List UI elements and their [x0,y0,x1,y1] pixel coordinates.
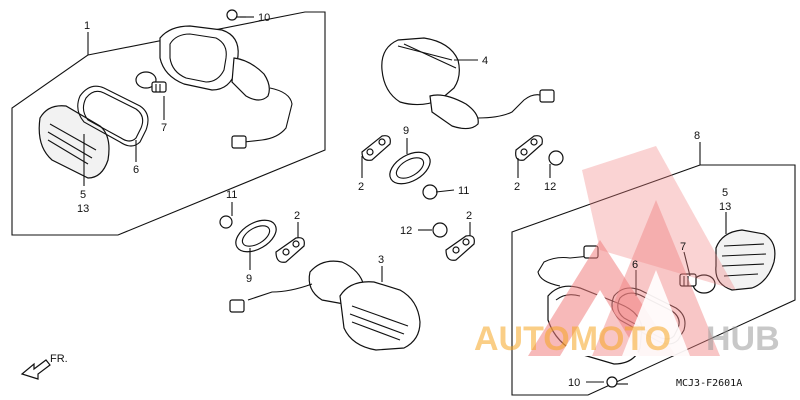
callout-11-upper: 11 [458,185,469,197]
watermark-logo: AUTOMOTO HUB [474,146,780,358]
turn-signal-housing-top [159,25,293,149]
lens-left [38,105,110,179]
washer-2-upper-right [515,135,543,161]
front-direction-arrow: FR. [20,353,68,380]
bulb-right [679,273,716,294]
nut-12-lower [432,222,448,238]
callout-2-upper-left: 2 [358,181,364,193]
callout-13-left: 13 [77,203,89,215]
callout-2-upper-right: 2 [514,181,520,193]
nut-11-upper [422,184,438,200]
callout-5-right: 5 [722,187,728,199]
turn-signal-assembly-4 [381,37,555,130]
callout-2-lower-right: 2 [466,210,472,222]
callout-6-left: 6 [133,164,139,176]
washer-2-lower-left [275,237,305,263]
gasket-left [77,85,149,147]
nut-12-upper [548,150,564,166]
callout-11-lower: 11 [226,189,237,201]
leader-lines [83,16,727,383]
washer-2-upper-left [361,135,391,161]
callout-13-right: 13 [719,201,731,213]
nut-11-lower [219,215,233,229]
callout-9-upper: 9 [403,125,409,137]
washer-2-lower-right [445,235,475,261]
callout-3: 3 [378,254,384,266]
bulb-left [135,71,167,93]
diagram-code: MCJ3-F2601A [676,378,742,389]
callout-10-bottom: 10 [568,377,580,389]
assembly-8-bracket [511,142,796,396]
callout-12-lower: 12 [400,225,412,237]
callout-1: 1 [84,20,90,32]
callout-7-right: 7 [680,241,686,253]
screw-bottom [606,376,628,388]
callout-9-lower: 9 [246,273,252,285]
watermark-brand-part1: AUTOMOTO [474,320,671,358]
ring-9-upper [389,151,431,185]
callout-10-top: 10 [258,12,270,24]
turn-signal-assembly-3 [229,260,421,351]
callout-4: 4 [482,55,488,67]
callout-6-right: 6 [632,259,638,271]
callout-2-lower-left: 2 [294,210,300,222]
assembly-1-bracket [11,11,326,236]
callout-12-upper: 12 [544,181,556,193]
watermark-brand-part2: HUB [706,320,780,358]
callout-5-left: 5 [80,189,86,201]
screw-top [226,9,246,21]
callout-labels: 1 5 13 6 7 10 4 9 2 11 2 12 12 2 11 9 2 … [77,12,731,389]
callout-8: 8 [694,130,700,142]
ring-9-lower [235,219,277,253]
callout-7-left: 7 [161,122,167,134]
direction-label: FR. [50,353,68,365]
lens-right [715,229,776,291]
